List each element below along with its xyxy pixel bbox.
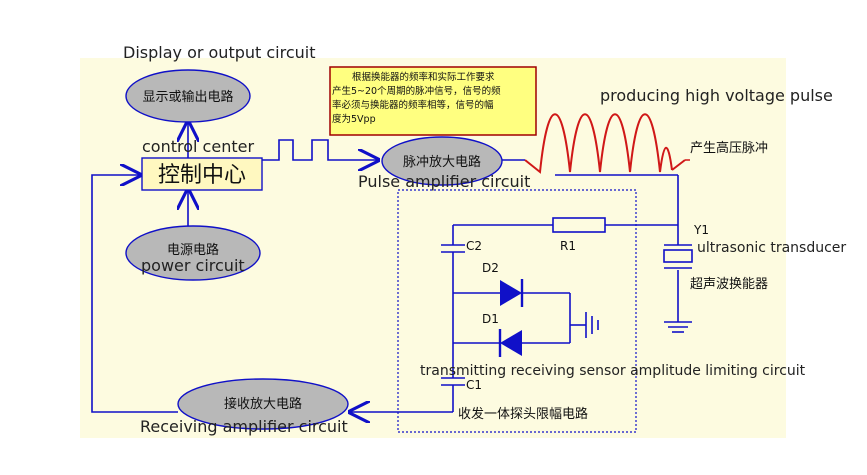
note-line-4: 度为5Vpp — [332, 113, 376, 125]
sensor-label-en: transmitting receiving sensor amplitude … — [420, 363, 806, 379]
diode-d2 — [500, 279, 524, 307]
pulse-amp-ellipse — [381, 136, 503, 186]
transducer-label-cn: 超声波换能器 — [690, 277, 768, 292]
y1-label: Y1 — [693, 223, 709, 237]
control-label-en: control center — [142, 137, 254, 156]
display-ellipse — [125, 69, 251, 123]
c1-label: C1 — [466, 378, 482, 392]
note-line-3: 率必须与换能器的频率相等，信号的幅 — [332, 99, 494, 111]
c2-label: C2 — [466, 239, 482, 253]
high-voltage-label-en: producing high voltage pulse — [600, 86, 833, 105]
receiving-label-cn: 接收放大电路 — [224, 396, 302, 412]
note-text: 根据换能器的频率和实际工作要求 产生5~20个周期的脉冲信号，信号的频 率必须与… — [332, 71, 501, 125]
power-label-en: power circuit — [141, 256, 245, 275]
note-line-2: 产生5~20个周期的脉冲信号，信号的频 — [332, 85, 501, 97]
high-voltage-pulse-train — [524, 113, 686, 174]
power-label-cn: 电源电路 — [167, 242, 219, 258]
receiving-label-en: Receiving amplifier circuit — [140, 417, 348, 436]
sensor-label-cn: 收发一体探头限幅电路 — [458, 406, 588, 422]
pulse-amp-label-en: Pulse amplifier circuit — [358, 172, 530, 191]
display-label-cn: 显示或输出电路 — [142, 89, 233, 105]
d2-label: D2 — [482, 261, 499, 275]
note-box — [329, 66, 537, 136]
display-label-en: Display or output circuit — [123, 43, 316, 62]
pulse-amp-label-cn: 脉冲放大电路 — [403, 154, 481, 170]
control-center-box — [141, 157, 263, 191]
r1-resistor — [552, 217, 606, 233]
diode-d1 — [498, 329, 522, 357]
d1-label: D1 — [482, 312, 499, 326]
wires — [91, 122, 692, 412]
y1-transducer-symbol — [663, 244, 693, 269]
r1-label: R1 — [560, 239, 576, 253]
receiving-amp-ellipse — [177, 378, 349, 430]
high-voltage-label-cn: 产生高压脉冲 — [690, 140, 768, 156]
power-ellipse — [125, 225, 261, 281]
note-line-1: 根据换能器的频率和实际工作要求 — [352, 71, 495, 83]
control-label-cn: 控制中心 — [158, 163, 246, 188]
transducer-label-en: ultrasonic transducer — [697, 240, 846, 256]
